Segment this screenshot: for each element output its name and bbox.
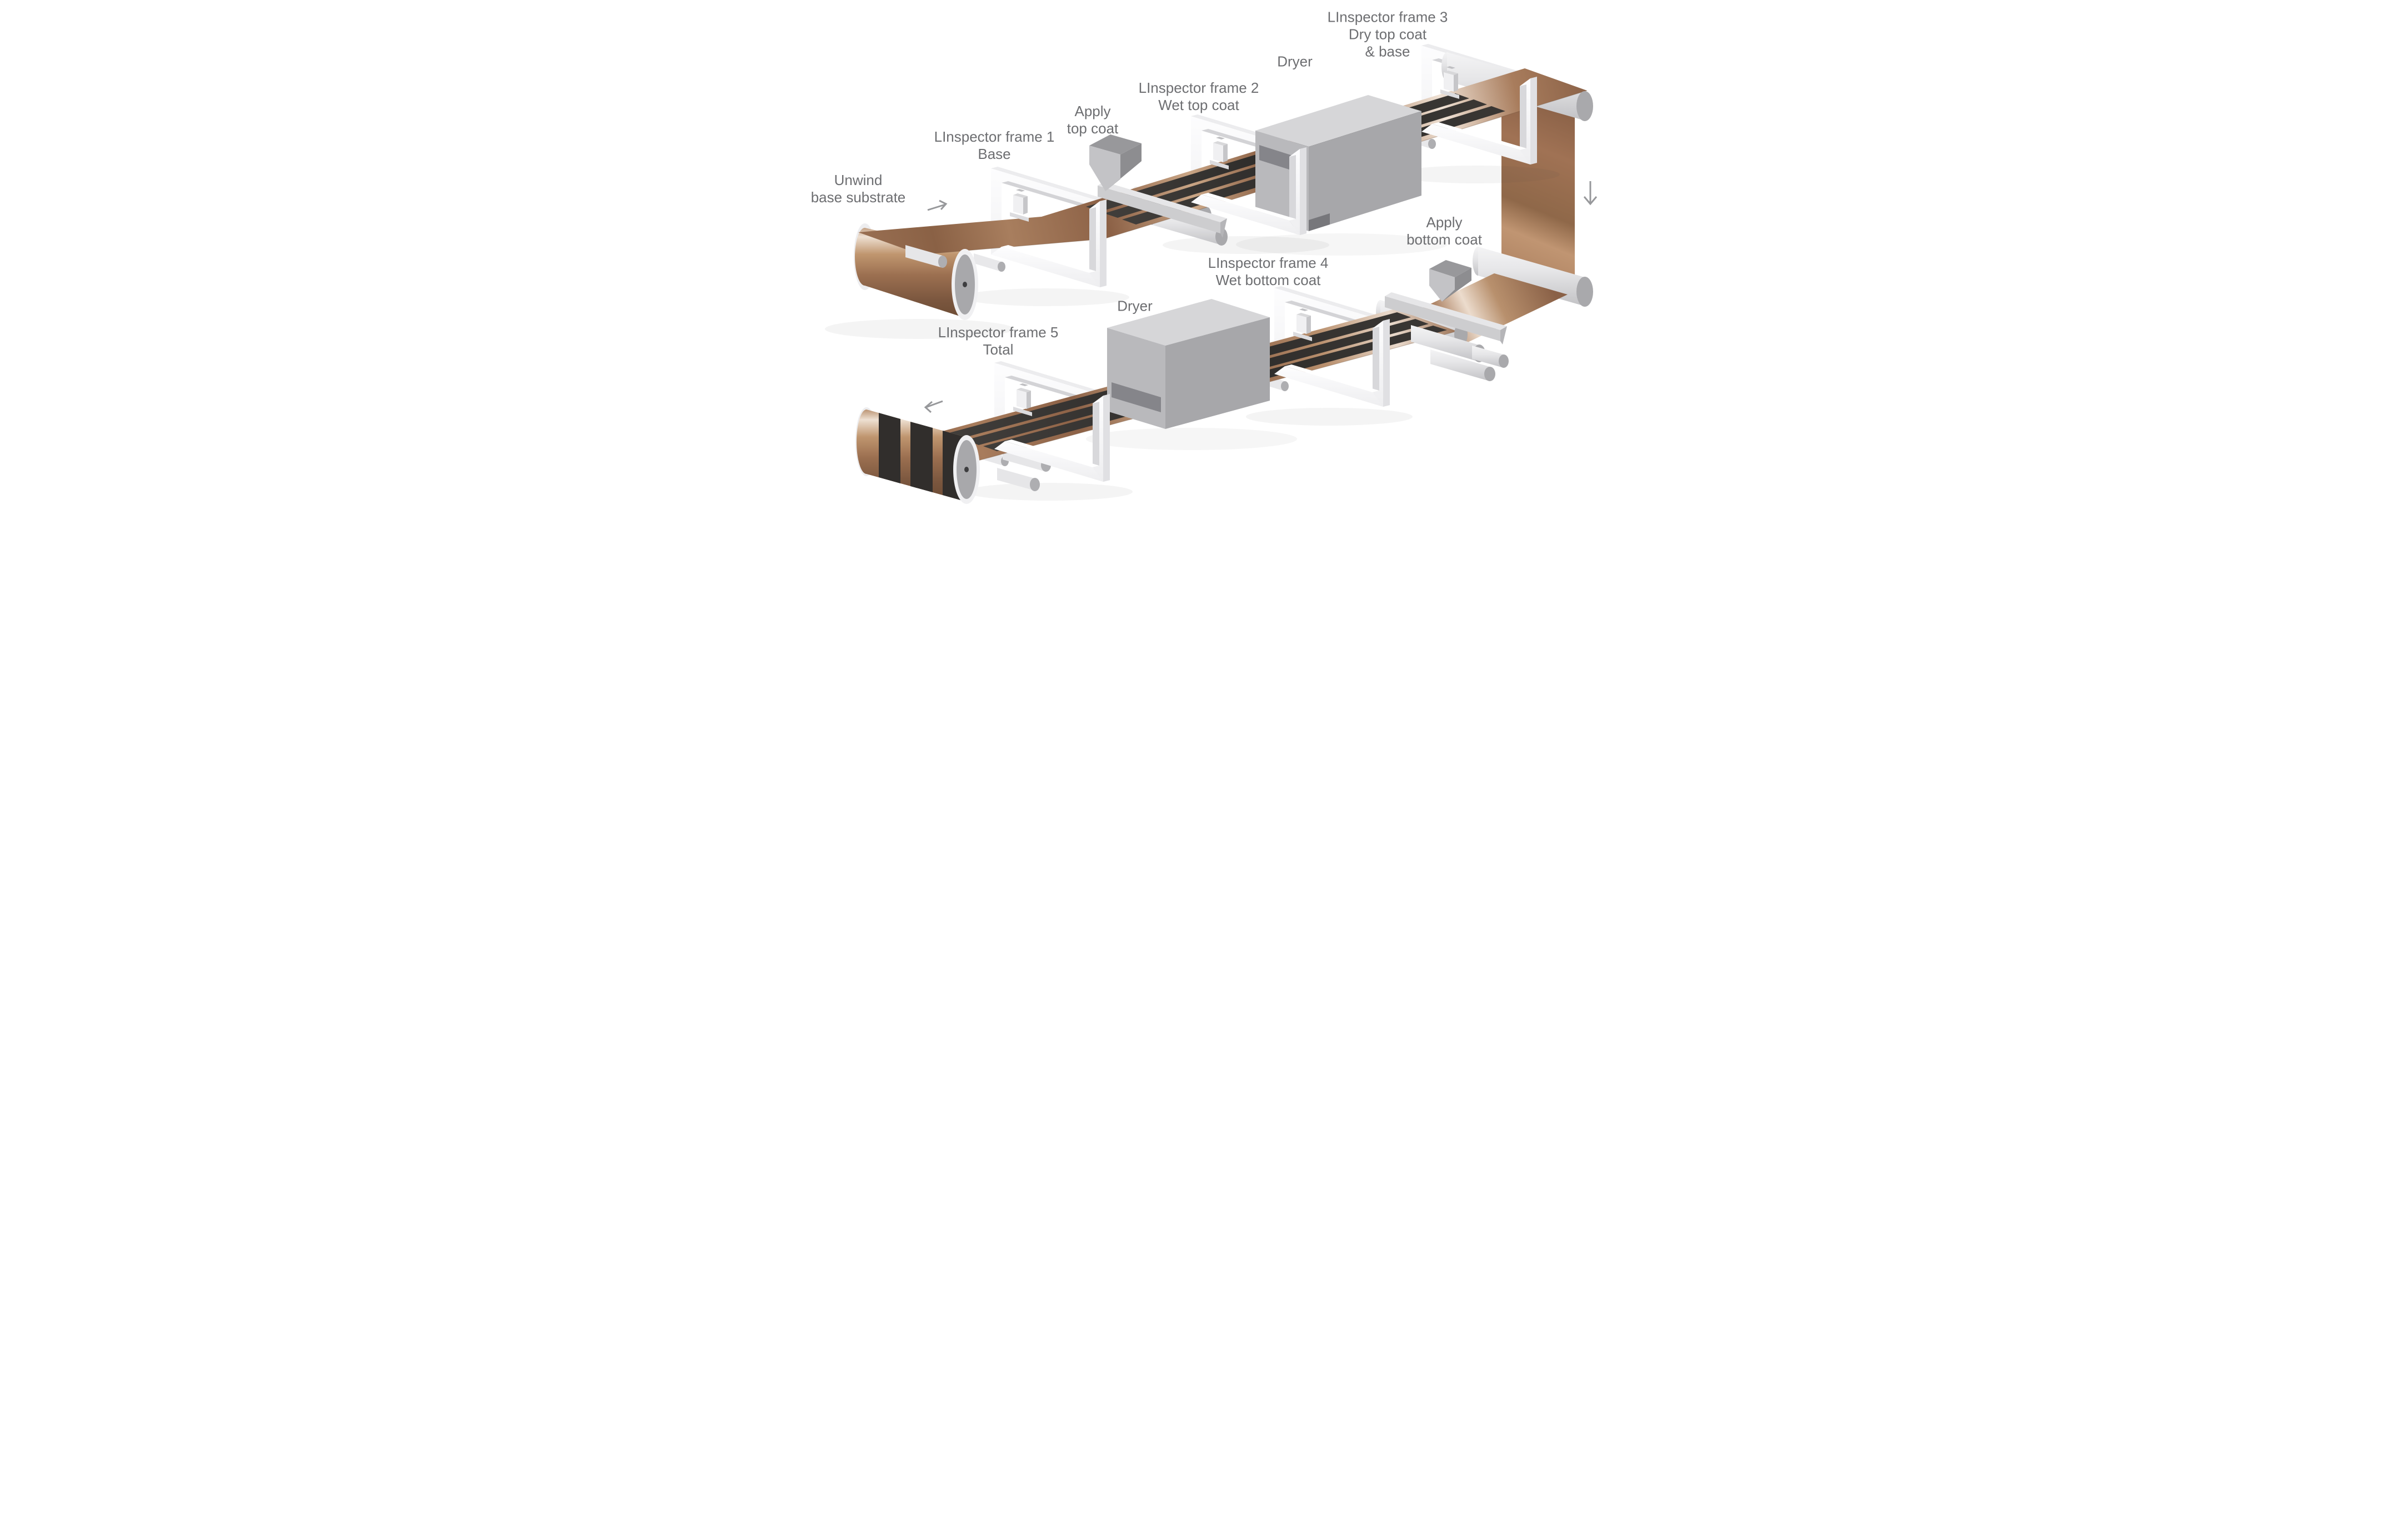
coater-hopper-left [1089,146,1120,191]
bottom-turn-rollers [1473,247,1593,307]
coater-bar-top [1098,182,1227,222]
coater-hopper-top [1089,134,1142,154]
rewind-coated-band [910,422,933,492]
coating-line-diagram: Unwind base substrate LInspector frame 1… [803,0,1605,505]
coater-hopper-top [1429,260,1471,277]
dryer-1-top-face [1255,95,1421,147]
rewind-roll [855,407,980,504]
coater-bar-front [1098,186,1220,233]
coater-hopper-right [1442,268,1471,302]
unwind-roll-back [825,223,1014,339]
dryer-1-right-face [1309,111,1421,231]
dryer-2-left-face [1107,328,1165,429]
dryer-2-web-slot [1112,382,1161,412]
flow-arrow-web-down-icon [1583,181,1598,206]
coating-line-illustration [825,44,1598,504]
bottom-coat-applicator [1385,260,1509,381]
dryer-2-right-face [1165,317,1270,429]
rewind-coated-band [879,413,900,483]
flow-arrow-rewind-icon [924,400,943,413]
coater-hopper-left [1429,269,1455,302]
coater-bar-tip [1500,326,1507,344]
coater-bar-tip [1220,218,1227,238]
dryer-2-top-face [1107,299,1270,346]
coater-bar-front [1385,296,1500,341]
unwind-roll [905,245,978,320]
dryer-2 [1086,299,1297,450]
coater-hopper-right [1105,143,1142,191]
top-right-turn-roller-cap [1576,91,1593,121]
dryer-1 [1236,95,1447,256]
coater-bar-top [1385,292,1507,330]
flow-arrow-unwind-icon [927,199,948,211]
dryer-1-exit-notch [1309,213,1330,231]
top-coat-applicator [1089,134,1227,238]
